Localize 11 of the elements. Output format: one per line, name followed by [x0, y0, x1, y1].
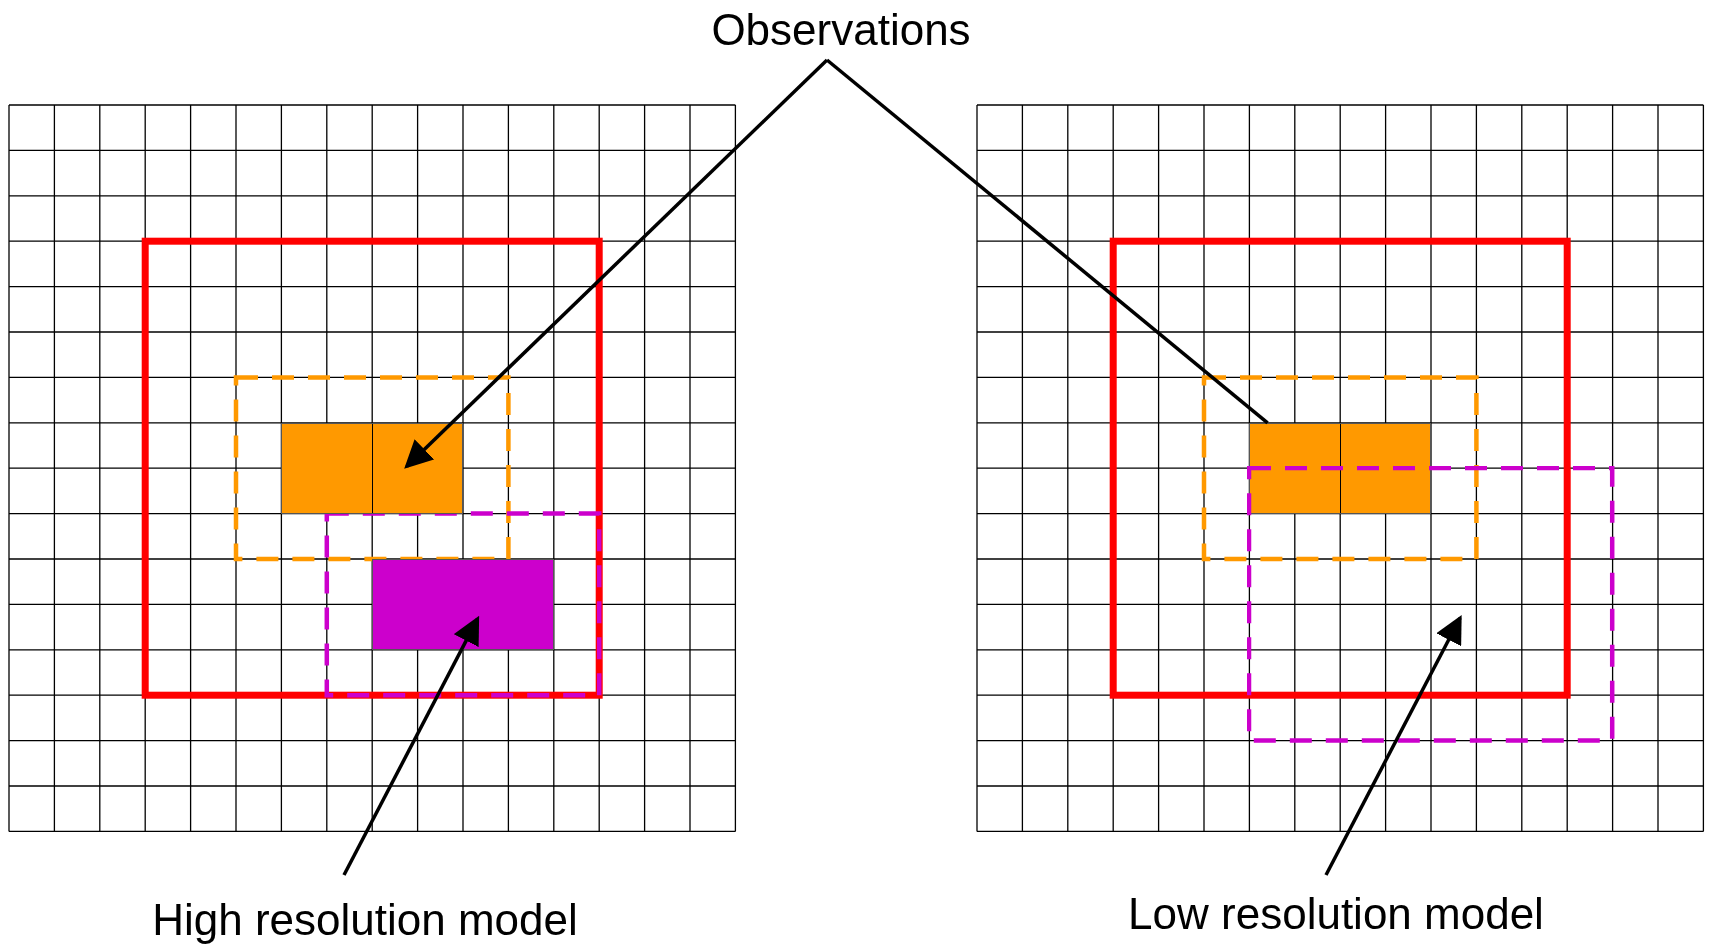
observation-block [372, 559, 554, 650]
arrow [1324, 614, 1462, 876]
leader-line [825, 58, 1269, 425]
arrow [342, 615, 480, 876]
callout-text: High resolution model [152, 898, 578, 942]
observation-block [1249, 422, 1431, 514]
arrow [404, 58, 829, 469]
callout-text: Low resolution model [1128, 892, 1544, 936]
dashed-region [1247, 466, 1615, 743]
callout-text: Observations [711, 8, 971, 52]
observation-block [281, 422, 463, 514]
